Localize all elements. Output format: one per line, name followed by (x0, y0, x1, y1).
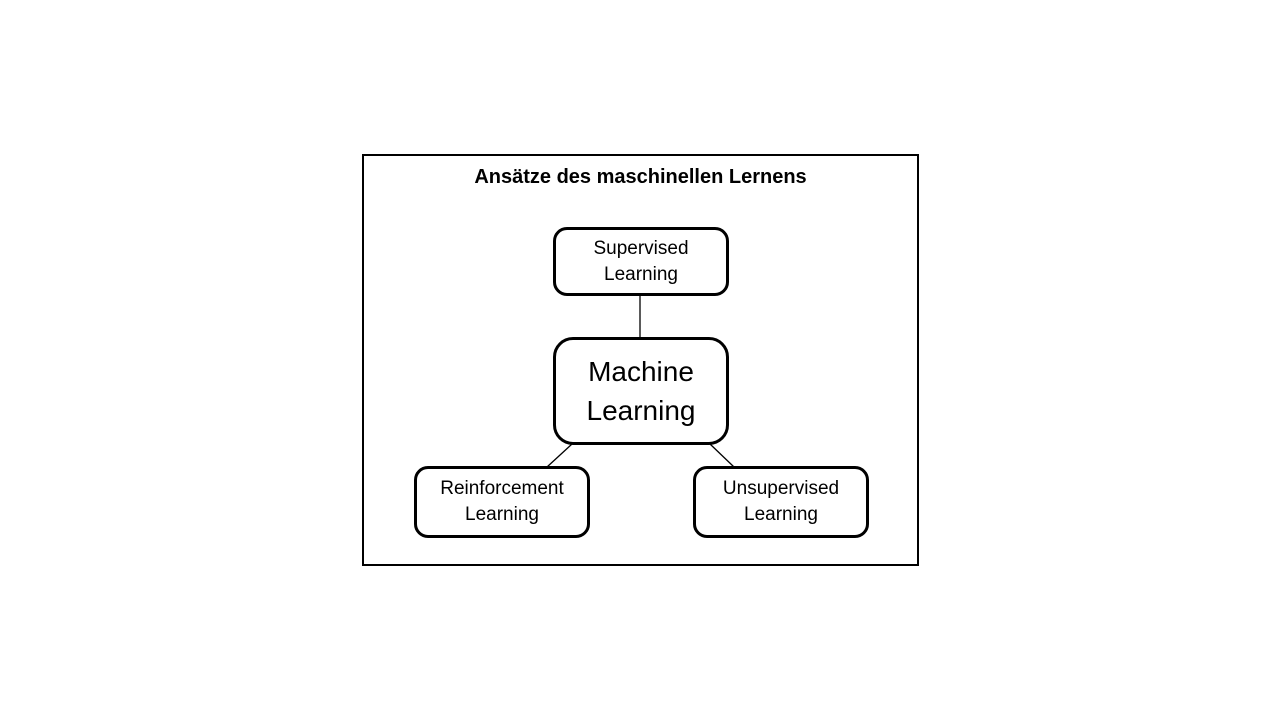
edge-machine-reinforcement (546, 443, 573, 468)
node-label-line: Supervised (593, 237, 689, 259)
node-unsupervised-learning: Unsupervised Learning (693, 466, 869, 538)
node-machine-learning: Machine Learning (553, 337, 729, 445)
node-label-line: Unsupervised (722, 478, 840, 499)
diagram-title: Ansätze des maschinellen Lernens (474, 166, 807, 188)
node-label-line: Machine (588, 356, 694, 387)
node-reinforcement-learning: Reinforcement Learning (414, 466, 590, 538)
node-label-line: Learning (586, 395, 696, 426)
node-label-line: Learning (465, 504, 539, 525)
node-label-line: Learning (604, 263, 678, 285)
node-label-line: Reinforcement (440, 478, 564, 499)
node-label-line: Learning (744, 504, 818, 525)
node-supervised-learning: Supervised Learning (553, 227, 729, 296)
edge-machine-unsupervised (709, 443, 735, 468)
